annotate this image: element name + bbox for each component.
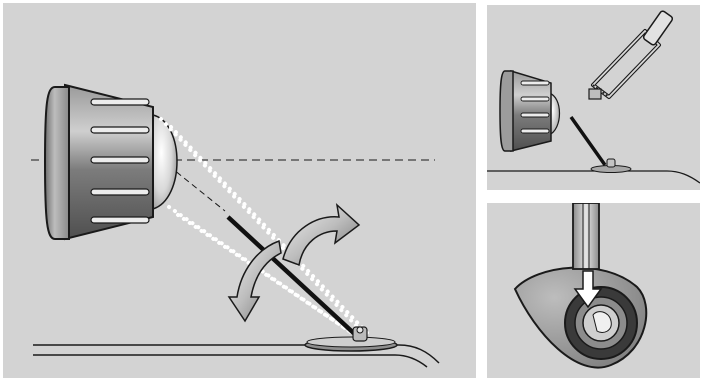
mounting-base-closeup-icon: [513, 266, 648, 369]
bottom-inset-diagram: [513, 203, 648, 369]
main-panel: [3, 3, 476, 378]
press-down-arrow-icon: [573, 270, 603, 309]
ground-line: [487, 170, 700, 184]
ground-line-top: [33, 344, 440, 364]
rotate-up-arrow-icon: [282, 202, 361, 267]
alignment-rod-icon: [226, 215, 361, 340]
top-inset-panel: [487, 5, 700, 190]
beam-dots: [159, 117, 373, 341]
mounting-base-icon: [304, 326, 398, 352]
bottom-inset-panel: [487, 203, 700, 378]
lamp-icon: [499, 69, 561, 152]
socket-tool-icon: [572, 203, 600, 270]
lamp-icon: [43, 83, 178, 241]
mounting-base-icon: [590, 158, 632, 173]
main-diagram: [31, 83, 440, 368]
rotate-down-arrow-icon: [227, 239, 282, 323]
ground-line-bottom: [33, 354, 428, 368]
top-inset-diagram: [487, 10, 700, 184]
hacksaw-icon: [588, 10, 674, 100]
alignment-rod-icon: [569, 115, 607, 167]
